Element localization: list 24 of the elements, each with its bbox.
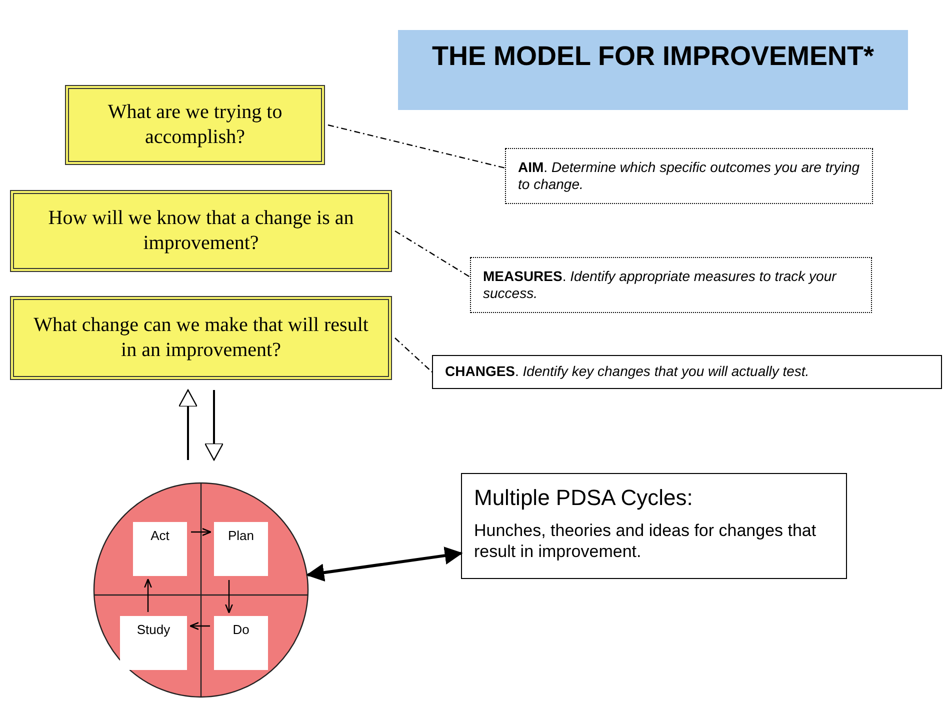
step-box: Do xyxy=(214,616,268,670)
leader-line xyxy=(394,230,470,278)
arrow xyxy=(178,389,198,460)
note-box: CHANGES. Identify key changes that you will actually test. xyxy=(432,355,942,389)
heading-text: Multiple PDSA Cycles: xyxy=(474,484,694,512)
arrow xyxy=(204,390,224,461)
step-box: Plan xyxy=(214,522,268,576)
callout-box xyxy=(461,473,847,579)
double-arrow xyxy=(306,546,463,582)
arrow xyxy=(191,528,212,536)
arrow xyxy=(144,578,152,612)
body-text: Hunches, theories and ideas for changes that result in improvement. xyxy=(474,520,818,562)
leader-line xyxy=(394,338,432,372)
title-banner: THE MODEL FOR IMPROVEMENT* xyxy=(398,30,908,110)
note-box: MEASURES. Identify appropriate measures to track your success. xyxy=(470,257,872,313)
note-box: AIM. Determine which specific outcomes you are trying to change. xyxy=(505,148,873,204)
question-box: What are we trying to accomplish? xyxy=(65,85,325,165)
arrow xyxy=(190,622,210,630)
step-box: Act xyxy=(133,522,187,576)
question-box: How will we know that a change is an improvement? xyxy=(10,190,392,272)
step-box: Study xyxy=(120,616,187,670)
question-box: What change can we make that will result in an improvement? xyxy=(10,296,392,380)
arrow xyxy=(225,580,233,614)
leader-line xyxy=(328,124,506,169)
